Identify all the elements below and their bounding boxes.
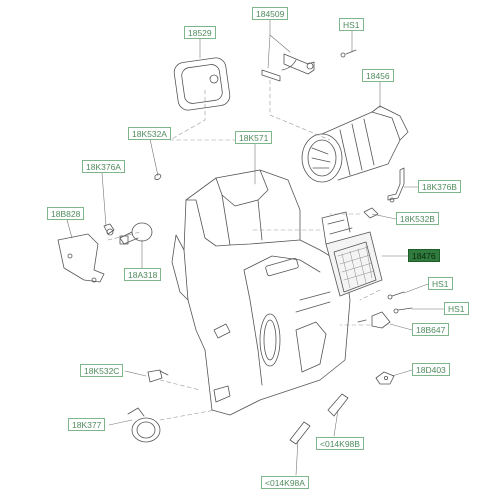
callout-hs1-right[interactable]: HS1 (444, 302, 469, 315)
callout-hs1-top[interactable]: HS1 (339, 18, 364, 31)
callout-18k532c[interactable]: 18K532C (80, 364, 124, 377)
gasket-part-014k98b (327, 393, 349, 417)
callout-014k98a[interactable]: <014K98A (261, 476, 309, 489)
actuator-disc-part-18k377 (127, 407, 161, 443)
clip-part-18d403 (375, 371, 395, 385)
callout-18k376b[interactable]: 18K376B (418, 180, 461, 193)
callout-18529[interactable]: 18529 (184, 26, 216, 39)
callout-18k377[interactable]: 18K377 (68, 418, 106, 431)
callout-18k571[interactable]: 18K571 (235, 131, 273, 144)
gasket-part-014k98a (289, 421, 311, 445)
callout-18a318[interactable]: 18A318 (124, 268, 162, 281)
callout-184509[interactable]: 184509 (252, 7, 289, 20)
callout-18k376a[interactable]: 18K376A (82, 160, 125, 173)
screw-part-hs1-top (340, 49, 357, 58)
clip-part-18k532b (363, 207, 379, 219)
leader-lines (66, 18, 445, 476)
clip-part-18k532a (154, 173, 162, 180)
callout-hs1-mid[interactable]: HS1 (428, 277, 453, 290)
callout-18476-highlighted[interactable]: 18476 (408, 249, 440, 262)
callout-014k98b[interactable]: <014K98B (316, 437, 364, 450)
callout-18b647[interactable]: 18B647 (412, 323, 450, 336)
heater-matrix-part-18476 (321, 211, 383, 297)
actuator-motor-part-18a318 (119, 222, 153, 245)
bracket-plate-part-18b828 (57, 233, 105, 283)
plug-part-18k532c (147, 369, 169, 383)
bracket-part-184509 (261, 53, 315, 82)
screw-part-hs1-mid (387, 291, 405, 300)
lever-part-18k376b (387, 167, 405, 203)
screw-part-hs1-right (393, 307, 413, 314)
callout-18456[interactable]: 18456 (362, 69, 394, 82)
callout-18k532b[interactable]: 18K532B (396, 212, 439, 225)
filter-part-18529 (173, 57, 231, 111)
callout-18k532a[interactable]: 18K532A (128, 127, 171, 140)
hvac-housing (171, 169, 351, 416)
sensor-part-18b647 (357, 311, 391, 329)
blower-motor-part-18456 (301, 105, 409, 183)
callout-18b828[interactable]: 18B828 (47, 207, 85, 220)
callout-18d403[interactable]: 18D403 (412, 363, 450, 376)
actuator-part-18k376a (103, 223, 115, 236)
